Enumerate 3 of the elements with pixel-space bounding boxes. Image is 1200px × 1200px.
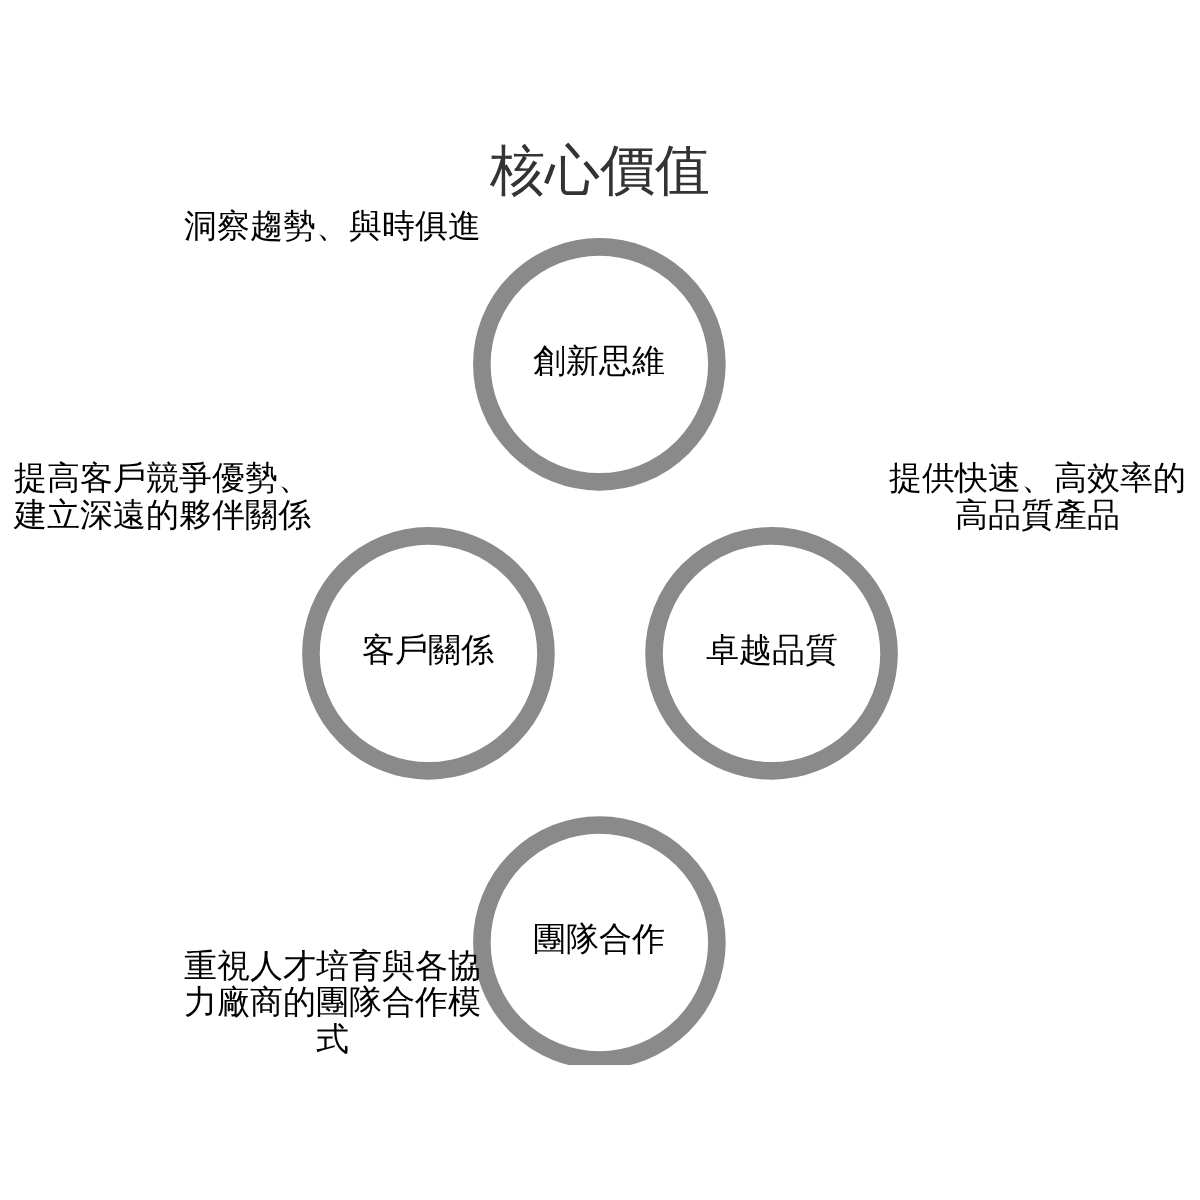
node-circle: 客戶關係 bbox=[302, 527, 555, 780]
diagram-title: 核心價值 bbox=[490, 138, 710, 203]
node-circle: 卓越品質 bbox=[645, 527, 898, 780]
